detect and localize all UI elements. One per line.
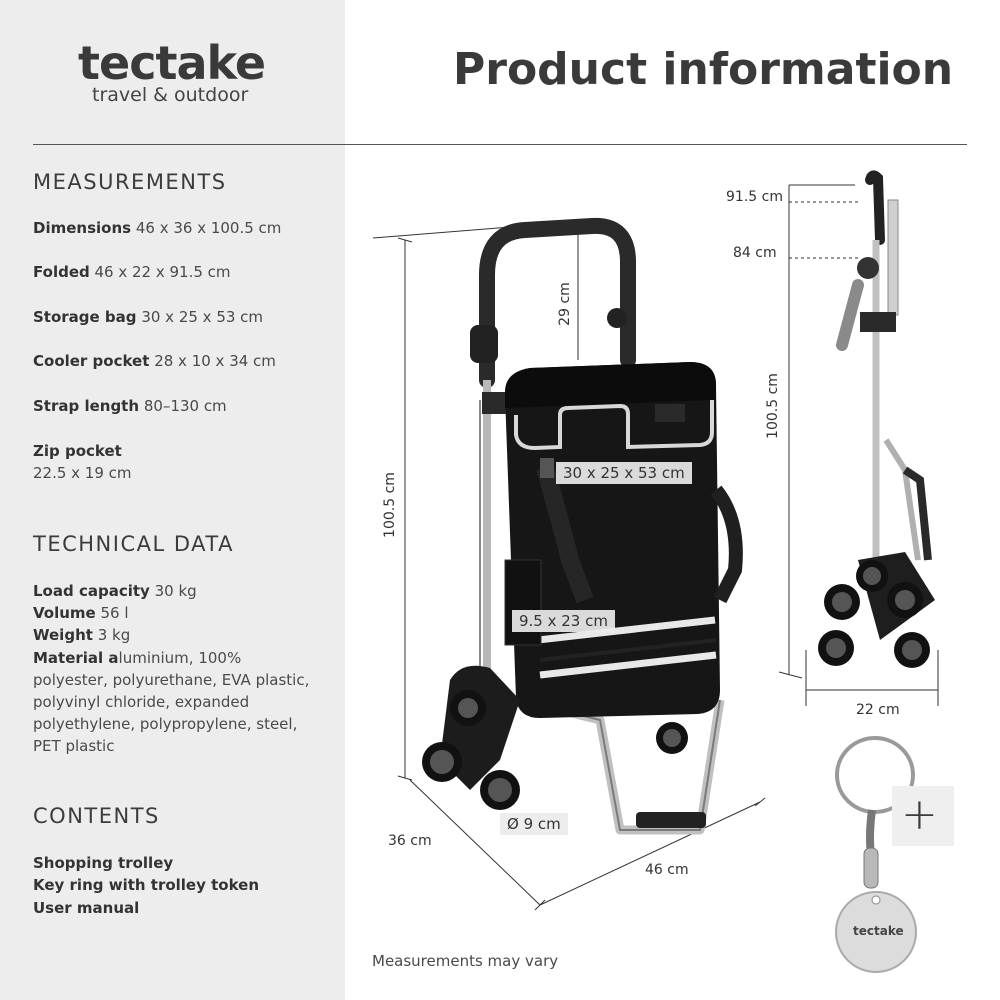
side-view xyxy=(778,170,939,706)
tech-material: Material aluminium, 100% polyester, poly… xyxy=(33,648,310,756)
label-bag-size: 30 x 25 x 53 cm xyxy=(556,462,692,484)
plus-icon: + xyxy=(901,789,938,840)
footnote: Measurements may vary xyxy=(372,952,559,970)
label-wheel-diameter: Ø 9 cm xyxy=(500,813,568,835)
header-divider xyxy=(33,144,967,145)
dim-side-handle: 84 cm xyxy=(733,245,777,261)
plus-box xyxy=(892,786,954,846)
spec-label: Dimensions xyxy=(33,219,132,237)
spec-value: 46 x 22 x 91.5 cm xyxy=(94,263,231,281)
spec-zip-pocket: Zip pocket 22.5 x 19 cm xyxy=(33,440,323,484)
trolley-frame xyxy=(470,217,725,835)
dim-handle-height: 29 cm xyxy=(557,282,573,326)
spec-value: 22.5 x 19 cm xyxy=(33,464,132,482)
contents-item: Shopping trolley xyxy=(33,854,174,872)
page-title: Product information xyxy=(453,44,954,95)
measurements-heading: MEASUREMENTS xyxy=(33,170,227,194)
spec-folded: Folded 46 x 22 x 91.5 cm xyxy=(33,261,323,283)
tech-load-capacity: Load capacity 30 kg xyxy=(33,582,197,600)
spec-label: Zip pocket xyxy=(33,442,122,460)
stair-wheels xyxy=(422,665,688,810)
dim-side-total: 100.5 cm xyxy=(765,373,781,439)
side-dimension-lines xyxy=(778,184,939,706)
spec-value: 30 x 25 x 53 cm xyxy=(141,308,264,326)
dim-depth: 36 cm xyxy=(388,833,432,849)
spec-label: Folded xyxy=(33,263,90,281)
technical-list: Load capacity 30 kg Volume 56 l Weight 3… xyxy=(33,580,318,758)
spec-storage-bag: Storage bag 30 x 25 x 53 cm xyxy=(33,306,323,328)
dim-side-folded: 91.5 cm xyxy=(726,189,783,205)
token-brand: tectake xyxy=(853,924,904,938)
spec-label: Cooler pocket xyxy=(33,352,150,370)
key-ring xyxy=(835,736,917,973)
spec-cooler-pocket: Cooler pocket 28 x 10 x 34 cm xyxy=(33,350,323,372)
brand-tagline: travel & outdoor xyxy=(92,84,249,106)
spec-strap-length: Strap length 80–130 cm xyxy=(33,395,323,417)
spec-value: 80–130 cm xyxy=(143,397,227,415)
tech-volume: Volume 56 l xyxy=(33,604,129,623)
sidebar-panel xyxy=(0,0,345,1000)
spec-value: 28 x 10 x 34 cm xyxy=(154,352,276,370)
brand-logo: tectake xyxy=(78,36,266,90)
tech-weight: Weight 3 kg xyxy=(33,626,131,645)
label-zip-pocket: 9.5 x 23 cm xyxy=(512,610,615,632)
contents-item: User manual xyxy=(33,898,140,917)
dim-width: 46 cm xyxy=(645,862,689,878)
contents-item: Key ring with trolley token xyxy=(33,876,260,895)
spec-label: Storage bag xyxy=(33,308,137,326)
contents-list: Shopping trolley Key ring with trolley t… xyxy=(33,852,259,919)
dim-total-height: 100.5 cm xyxy=(382,472,398,538)
technical-heading: TECHNICAL DATA xyxy=(33,532,234,556)
spec-dimensions: Dimensions 46 x 36 x 100.5 cm xyxy=(33,217,323,239)
storage-bag xyxy=(504,362,743,718)
dim-side-depth: 22 cm xyxy=(856,702,900,718)
spec-value: 46 x 36 x 100.5 cm xyxy=(135,219,282,237)
contents-heading: CONTENTS xyxy=(33,804,160,828)
spec-label: Strap length xyxy=(33,397,140,415)
